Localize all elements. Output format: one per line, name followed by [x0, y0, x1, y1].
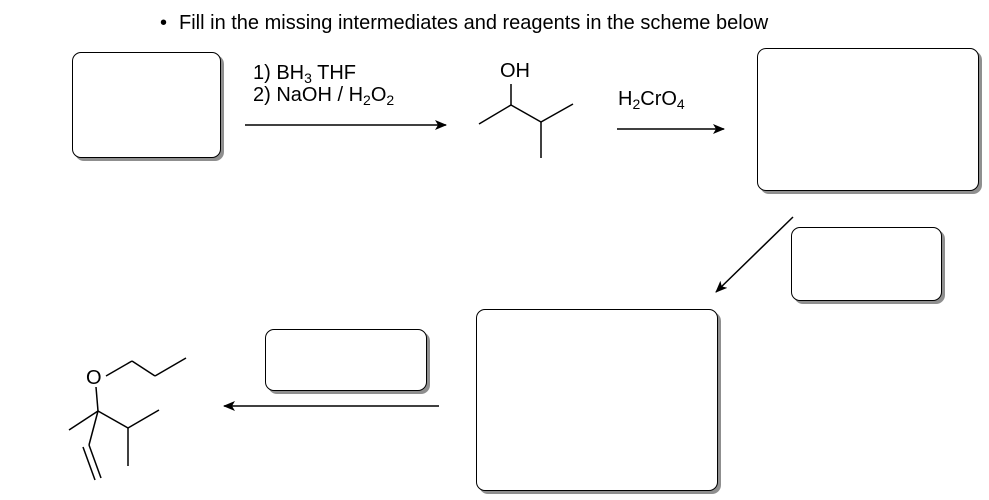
instruction-text: • Fill in the missing intermediates and r…	[160, 12, 768, 35]
intermediate-box[interactable]	[476, 309, 718, 491]
ether-oxygen-label: O	[86, 367, 102, 389]
reagent-box-3[interactable]	[791, 227, 942, 301]
step1-reagents: 1) BH3 THF 2) NaOH / H2O2	[253, 62, 395, 108]
alcohol-oh-label: OH	[500, 60, 530, 82]
reaction-arrow-3	[715, 216, 794, 293]
instruction-label: Fill in the missing intermediates and re…	[179, 12, 769, 34]
alcohol-structure	[478, 84, 574, 158]
ether-product-structure	[68, 357, 187, 481]
step1-line2: 2) NaOH / H2O2	[253, 84, 395, 108]
reagent-box-4[interactable]	[265, 329, 427, 391]
step2-reagent: H2CrO4	[618, 88, 685, 112]
oxidation-product-box[interactable]	[757, 48, 979, 191]
starting-material-box[interactable]	[72, 52, 221, 158]
bullet: •	[160, 12, 168, 34]
step1-line1: 1) BH3 THF	[253, 62, 356, 86]
